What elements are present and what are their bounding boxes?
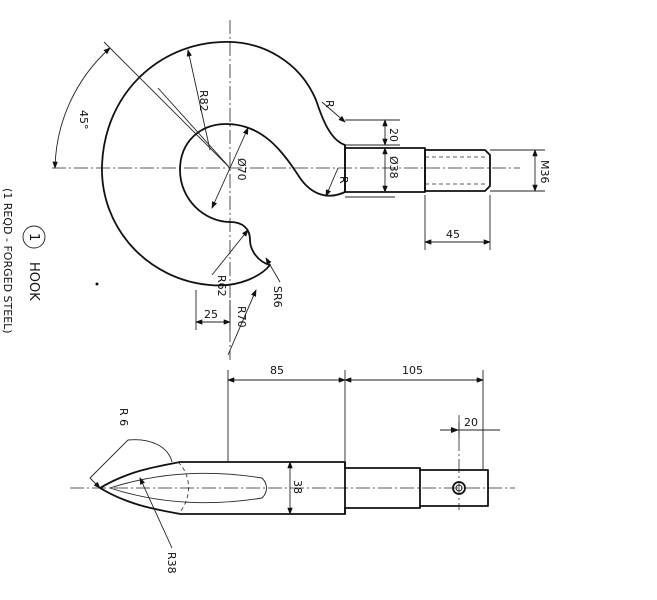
part-name: HOOK xyxy=(26,262,41,301)
dim-20-label: 20 xyxy=(387,128,400,142)
part-number: 1 xyxy=(26,233,41,241)
dim-105-label: 105 xyxy=(402,364,423,377)
dim-38-side-label: 38 xyxy=(291,480,304,494)
dim-25-label: 25 xyxy=(204,308,218,321)
dim-20-hole-label: 20 xyxy=(464,416,478,429)
hook-shank xyxy=(344,144,426,193)
r6-label: R 6 xyxy=(117,408,130,426)
r38-arc xyxy=(177,461,189,515)
part-number-circle xyxy=(22,225,46,249)
hook-outline xyxy=(101,41,346,287)
r62-leader xyxy=(211,229,249,276)
d38-shank-label: Ø38 xyxy=(387,156,400,179)
r-inner-leader xyxy=(325,167,339,197)
side-view xyxy=(70,370,515,549)
dim-45-label: 45 xyxy=(446,228,460,241)
d70-dim-line xyxy=(211,127,249,209)
r6-leader xyxy=(89,439,129,479)
r38-leader xyxy=(139,477,173,549)
r38-label: R38 xyxy=(165,552,178,574)
r70-leader xyxy=(227,289,257,356)
dim-85-label: 85 xyxy=(270,364,284,377)
angle-45-arc xyxy=(52,47,111,169)
r-inner-label: R xyxy=(337,176,350,184)
sr6-label: SR6 xyxy=(271,286,284,308)
threaded-end xyxy=(424,149,491,192)
r82-label: R82 xyxy=(197,90,210,112)
r6-arrow-line xyxy=(89,477,101,489)
side-taper-inner xyxy=(109,472,267,504)
r-top-label: R xyxy=(323,100,336,108)
stray-dot xyxy=(95,282,99,286)
d70-label: Ø70 xyxy=(235,158,248,181)
angle-45-label: 45° xyxy=(77,110,90,130)
side-hook-body xyxy=(99,461,489,515)
front-view xyxy=(52,20,545,360)
m36-label: M36 xyxy=(538,160,551,184)
part-note: (1 REQD - FORGED STEEL) xyxy=(1,188,14,334)
sr6-leader xyxy=(265,257,281,283)
dim-20-hole-arrow xyxy=(451,427,459,433)
part-title xyxy=(22,225,46,249)
r-top-leader xyxy=(321,101,346,123)
r82-dim-line xyxy=(186,49,211,151)
r62-label: R62 xyxy=(215,275,228,297)
r82-leader xyxy=(157,87,231,169)
r6-arc xyxy=(127,439,173,463)
angle-45-ray xyxy=(103,41,231,169)
r70-label: R70 xyxy=(235,306,248,328)
